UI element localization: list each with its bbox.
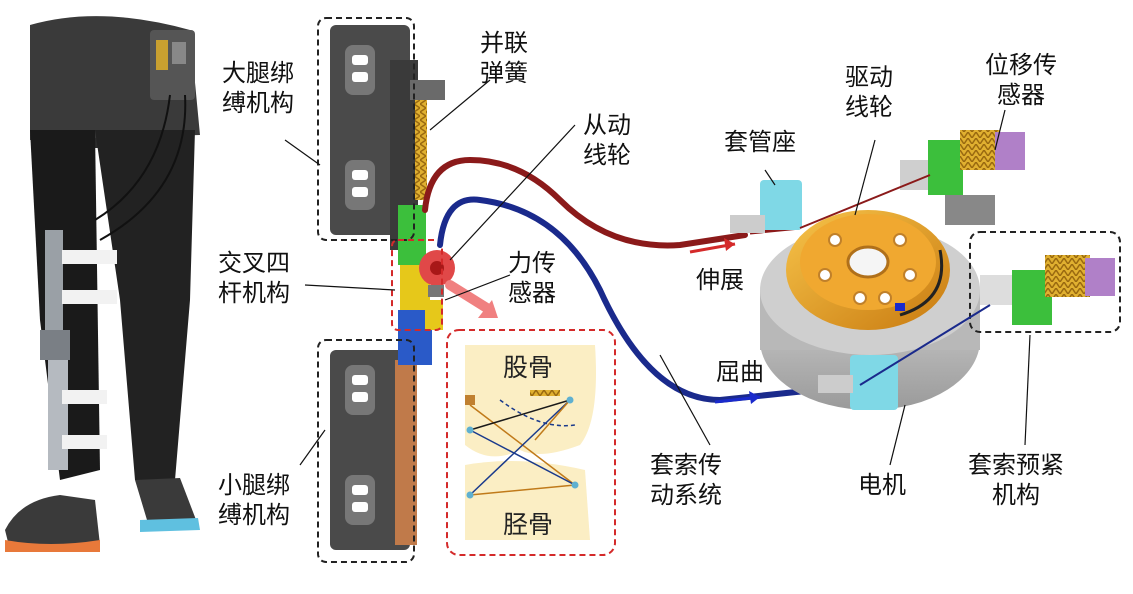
cable-pretension-line1: 套索预紧 bbox=[968, 451, 1064, 479]
right-leg bbox=[95, 130, 195, 480]
driven-pulley-label: 从动 线轮 bbox=[583, 110, 631, 170]
displacement-sensor-line2: 感器 bbox=[997, 81, 1045, 109]
four-bar-mechanism bbox=[398, 205, 426, 265]
person-wearing-exoskeleton bbox=[5, 16, 200, 552]
exoskeleton-device bbox=[317, 17, 455, 563]
force-sensor-line2: 感器 bbox=[508, 279, 556, 307]
sleeve-seat-bottom bbox=[850, 355, 898, 410]
exo-rail-lower bbox=[48, 350, 68, 470]
sleeve-seat-label: 套管座 bbox=[724, 128, 796, 156]
driven-pulley-line2: 线轮 bbox=[583, 141, 631, 169]
flexion-label: 屈曲 bbox=[716, 358, 764, 386]
exo-rail-upper bbox=[45, 230, 63, 340]
cable-transmission-label: 套索传 动系统 bbox=[650, 450, 722, 510]
drive-pulley-label: 驱动 线轮 bbox=[845, 62, 893, 122]
tibia-shape bbox=[465, 461, 590, 540]
parallel-spring-line2: 弹簧 bbox=[480, 59, 528, 87]
cable-transmission-line2: 动系统 bbox=[650, 481, 722, 509]
pretension-highlight bbox=[969, 231, 1121, 333]
leader-lines bbox=[284, 79, 1031, 466]
displacement-sensor bbox=[928, 140, 963, 195]
cable-pretension-label: 套索预紧 机构 bbox=[968, 450, 1064, 510]
femur-shape bbox=[465, 345, 596, 457]
flexion-cable bbox=[437, 196, 818, 404]
right-shoe bbox=[135, 478, 198, 530]
four-bar-label: 交叉四 杆机构 bbox=[218, 248, 290, 308]
drive-pulley-line1: 驱动 bbox=[845, 63, 893, 91]
thigh-binding-label: 大腿绑 缚机构 bbox=[222, 58, 294, 118]
parallel-spring-label: 并联 弹簧 bbox=[480, 28, 528, 88]
knee-joint-callout bbox=[446, 329, 616, 556]
four-bar-line2: 杆机构 bbox=[218, 279, 290, 307]
thigh-binding-line2: 缚机构 bbox=[222, 89, 294, 117]
shank-binding-label: 小腿绑 缚机构 bbox=[218, 470, 290, 530]
force-sensor-line1: 力传 bbox=[508, 249, 556, 277]
shank-binding-highlight bbox=[317, 339, 415, 563]
thigh-binding-line1: 大腿绑 bbox=[222, 59, 294, 87]
driven-pulley-line1: 从动 bbox=[583, 111, 631, 139]
callout-arrow bbox=[445, 280, 495, 315]
shank-binding-line2: 缚机构 bbox=[218, 501, 290, 529]
femur-label: 股骨 bbox=[503, 353, 554, 382]
drive-pulley-line2: 线轮 bbox=[845, 93, 893, 121]
cable-pretension-line2: 机构 bbox=[992, 481, 1040, 509]
displacement-sensor-label: 位移传 感器 bbox=[985, 50, 1057, 110]
motor-assembly bbox=[730, 130, 1121, 410]
extension-cable bbox=[422, 156, 748, 249]
motor-label: 电机 bbox=[858, 471, 906, 499]
displacement-sensor-line1: 位移传 bbox=[985, 51, 1057, 79]
bottom-spring bbox=[1045, 255, 1090, 297]
parallel-spring-line1: 并联 bbox=[480, 29, 528, 57]
four-bar-highlight bbox=[391, 239, 443, 331]
left-shoe bbox=[5, 495, 100, 550]
force-sensor-label: 力传 感器 bbox=[508, 248, 556, 308]
top-spring bbox=[960, 130, 1000, 170]
force-sensor-block bbox=[428, 285, 444, 297]
thigh-binding-highlight bbox=[317, 17, 415, 241]
sleeve-seat-top bbox=[760, 180, 802, 230]
extension-label: 伸展 bbox=[696, 266, 744, 294]
cable-transmission-line1: 套索传 bbox=[650, 451, 722, 479]
shank-binding-line1: 小腿绑 bbox=[218, 471, 290, 499]
parallel-spring bbox=[415, 100, 427, 200]
four-bar-line1: 交叉四 bbox=[218, 249, 290, 277]
tibia-label: 胫骨 bbox=[503, 510, 554, 539]
